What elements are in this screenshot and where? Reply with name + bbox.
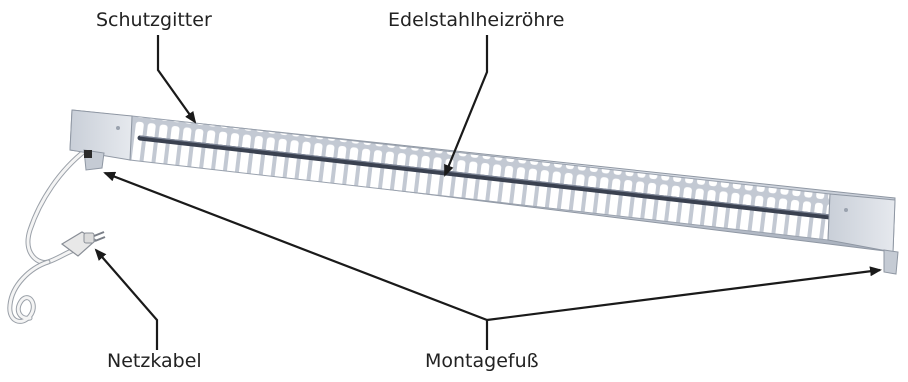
heating-tube bbox=[140, 138, 830, 217]
leader-montagefuss-right bbox=[487, 270, 880, 320]
label-edelstahlheizroehre: Edelstahlheizröhre bbox=[388, 9, 564, 31]
label-schutzgitter: Schutzgitter bbox=[96, 9, 212, 31]
leader-netzkabel bbox=[96, 250, 157, 350]
mounting-foot-right bbox=[884, 250, 898, 274]
leader-montagefuss-left bbox=[105, 173, 487, 350]
label-montagefuss: Montagefuß bbox=[425, 350, 539, 372]
leader-schutzgitter bbox=[158, 35, 195, 122]
label-netzkabel: Netzkabel bbox=[107, 350, 202, 372]
mounting-foot-left bbox=[84, 150, 104, 170]
power-cable bbox=[10, 150, 86, 321]
heater-housing bbox=[70, 110, 895, 252]
